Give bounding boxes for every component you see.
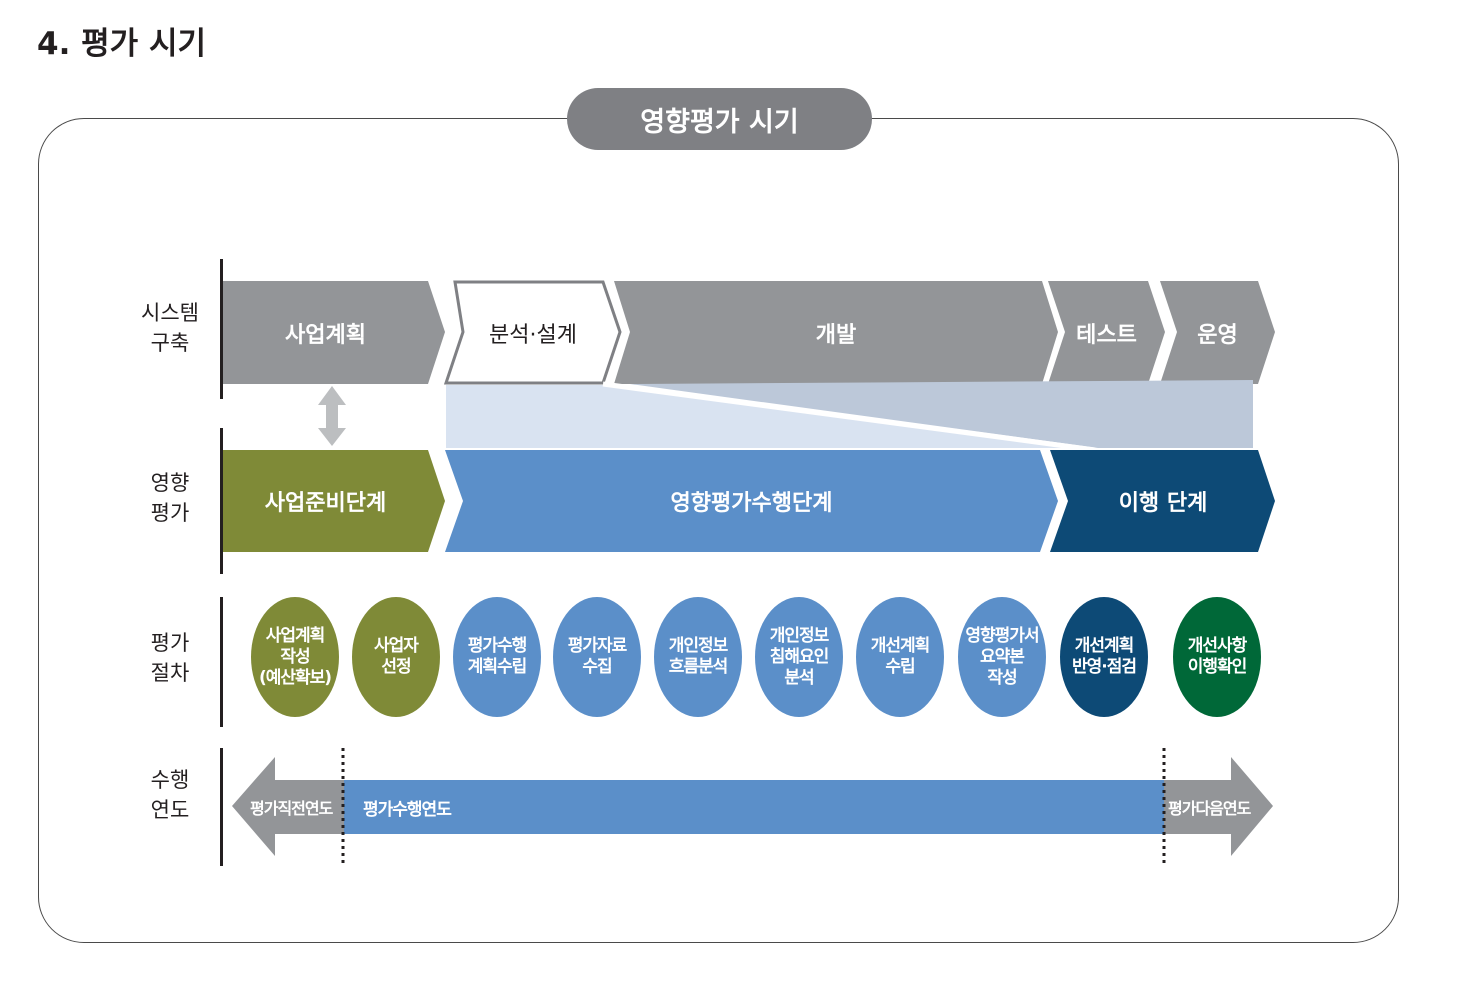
procedure-step-label: 사업자 선정 xyxy=(374,636,419,677)
procedure-step: 개선계획 반영·점검 xyxy=(1060,597,1148,717)
procedure-step: 평가수행 계획수립 xyxy=(453,597,541,717)
stage-shape-development xyxy=(614,281,1058,384)
procedure-step-label: 개선계획 수립 xyxy=(870,636,931,677)
row-label-procedure: 평가 절차 xyxy=(150,631,190,685)
procedure-step: 평가자료 수집 xyxy=(553,597,641,717)
stage-shape-business-plan xyxy=(223,281,445,384)
year-previous: 평가직전연도 xyxy=(250,799,333,818)
band-light xyxy=(446,385,1088,448)
stage-shape-implementation xyxy=(1050,450,1275,552)
procedure-step-label: 영향평가서 요약본 작성 xyxy=(965,625,1039,688)
stage-operation: 운영 xyxy=(1197,322,1238,348)
procedure-step-label: 평가자료 수집 xyxy=(567,636,628,677)
row-divider-system xyxy=(220,259,223,399)
stage-test: 테스트 xyxy=(1076,322,1137,348)
bar-current-year xyxy=(344,780,1166,834)
stage-prep: 사업준비단계 xyxy=(264,491,387,516)
arrow-next-year xyxy=(1164,757,1273,856)
stage-execution: 영향평가수행단계 xyxy=(670,491,833,516)
row-label-system: 시스템 구축 xyxy=(141,301,199,355)
procedure-step-label: 개인정보 흐름분석 xyxy=(668,636,729,677)
year-current: 평가수행연도 xyxy=(363,799,452,820)
row-label-year: 수행 연도 xyxy=(150,768,190,822)
year-next: 평가다음연도 xyxy=(1168,799,1251,818)
link-arrow-icon xyxy=(318,386,346,446)
procedure-step: 개인정보 흐름분석 xyxy=(654,597,742,717)
procedure-step: 사업계획 작성 (예산확보) xyxy=(251,597,339,717)
procedure-step: 개인정보 침해요인 분석 xyxy=(755,597,843,717)
stage-business-plan: 사업계획 xyxy=(285,322,366,348)
arrow-previous-year xyxy=(232,757,344,856)
procedure-step: 사업자 선정 xyxy=(352,597,440,717)
row-divider-year xyxy=(220,748,223,866)
band-mid xyxy=(630,380,1253,448)
stage-shape-test xyxy=(1048,281,1165,384)
procedure-step-label: 평가수행 계획수립 xyxy=(467,636,528,677)
stage-shape-operation xyxy=(1160,281,1275,384)
row-divider-procedure xyxy=(220,597,223,727)
diagram-title-pill: 영향평가 시기 xyxy=(567,88,872,150)
procedure-step-label: 개선사항 이행확인 xyxy=(1187,636,1248,677)
page-title: 4. 평가 시기 xyxy=(37,26,207,62)
stage-shape-analysis-design xyxy=(443,280,622,385)
procedure-step-label: 개선계획 반영·점검 xyxy=(1071,636,1137,677)
procedure-step: 개선계획 수립 xyxy=(856,597,944,717)
stage-development: 개발 xyxy=(815,322,857,348)
stage-shape-prep xyxy=(223,450,445,552)
stage-shape-execution xyxy=(445,450,1058,552)
band-divider xyxy=(602,381,1096,453)
procedure-step: 개선사항 이행확인 xyxy=(1173,597,1261,717)
procedure-step: 영향평가서 요약본 작성 xyxy=(958,597,1046,717)
row-label-assessment: 영향 평가 xyxy=(150,471,190,525)
row-divider-assessment xyxy=(220,428,223,574)
procedure-step-label: 개인정보 침해요인 분석 xyxy=(769,625,830,688)
stage-analysis-design: 분석·설계 xyxy=(489,322,577,348)
stage-implementation: 이행 단계 xyxy=(1118,491,1208,516)
procedure-step-label: 사업계획 작성 (예산확보) xyxy=(258,625,332,688)
